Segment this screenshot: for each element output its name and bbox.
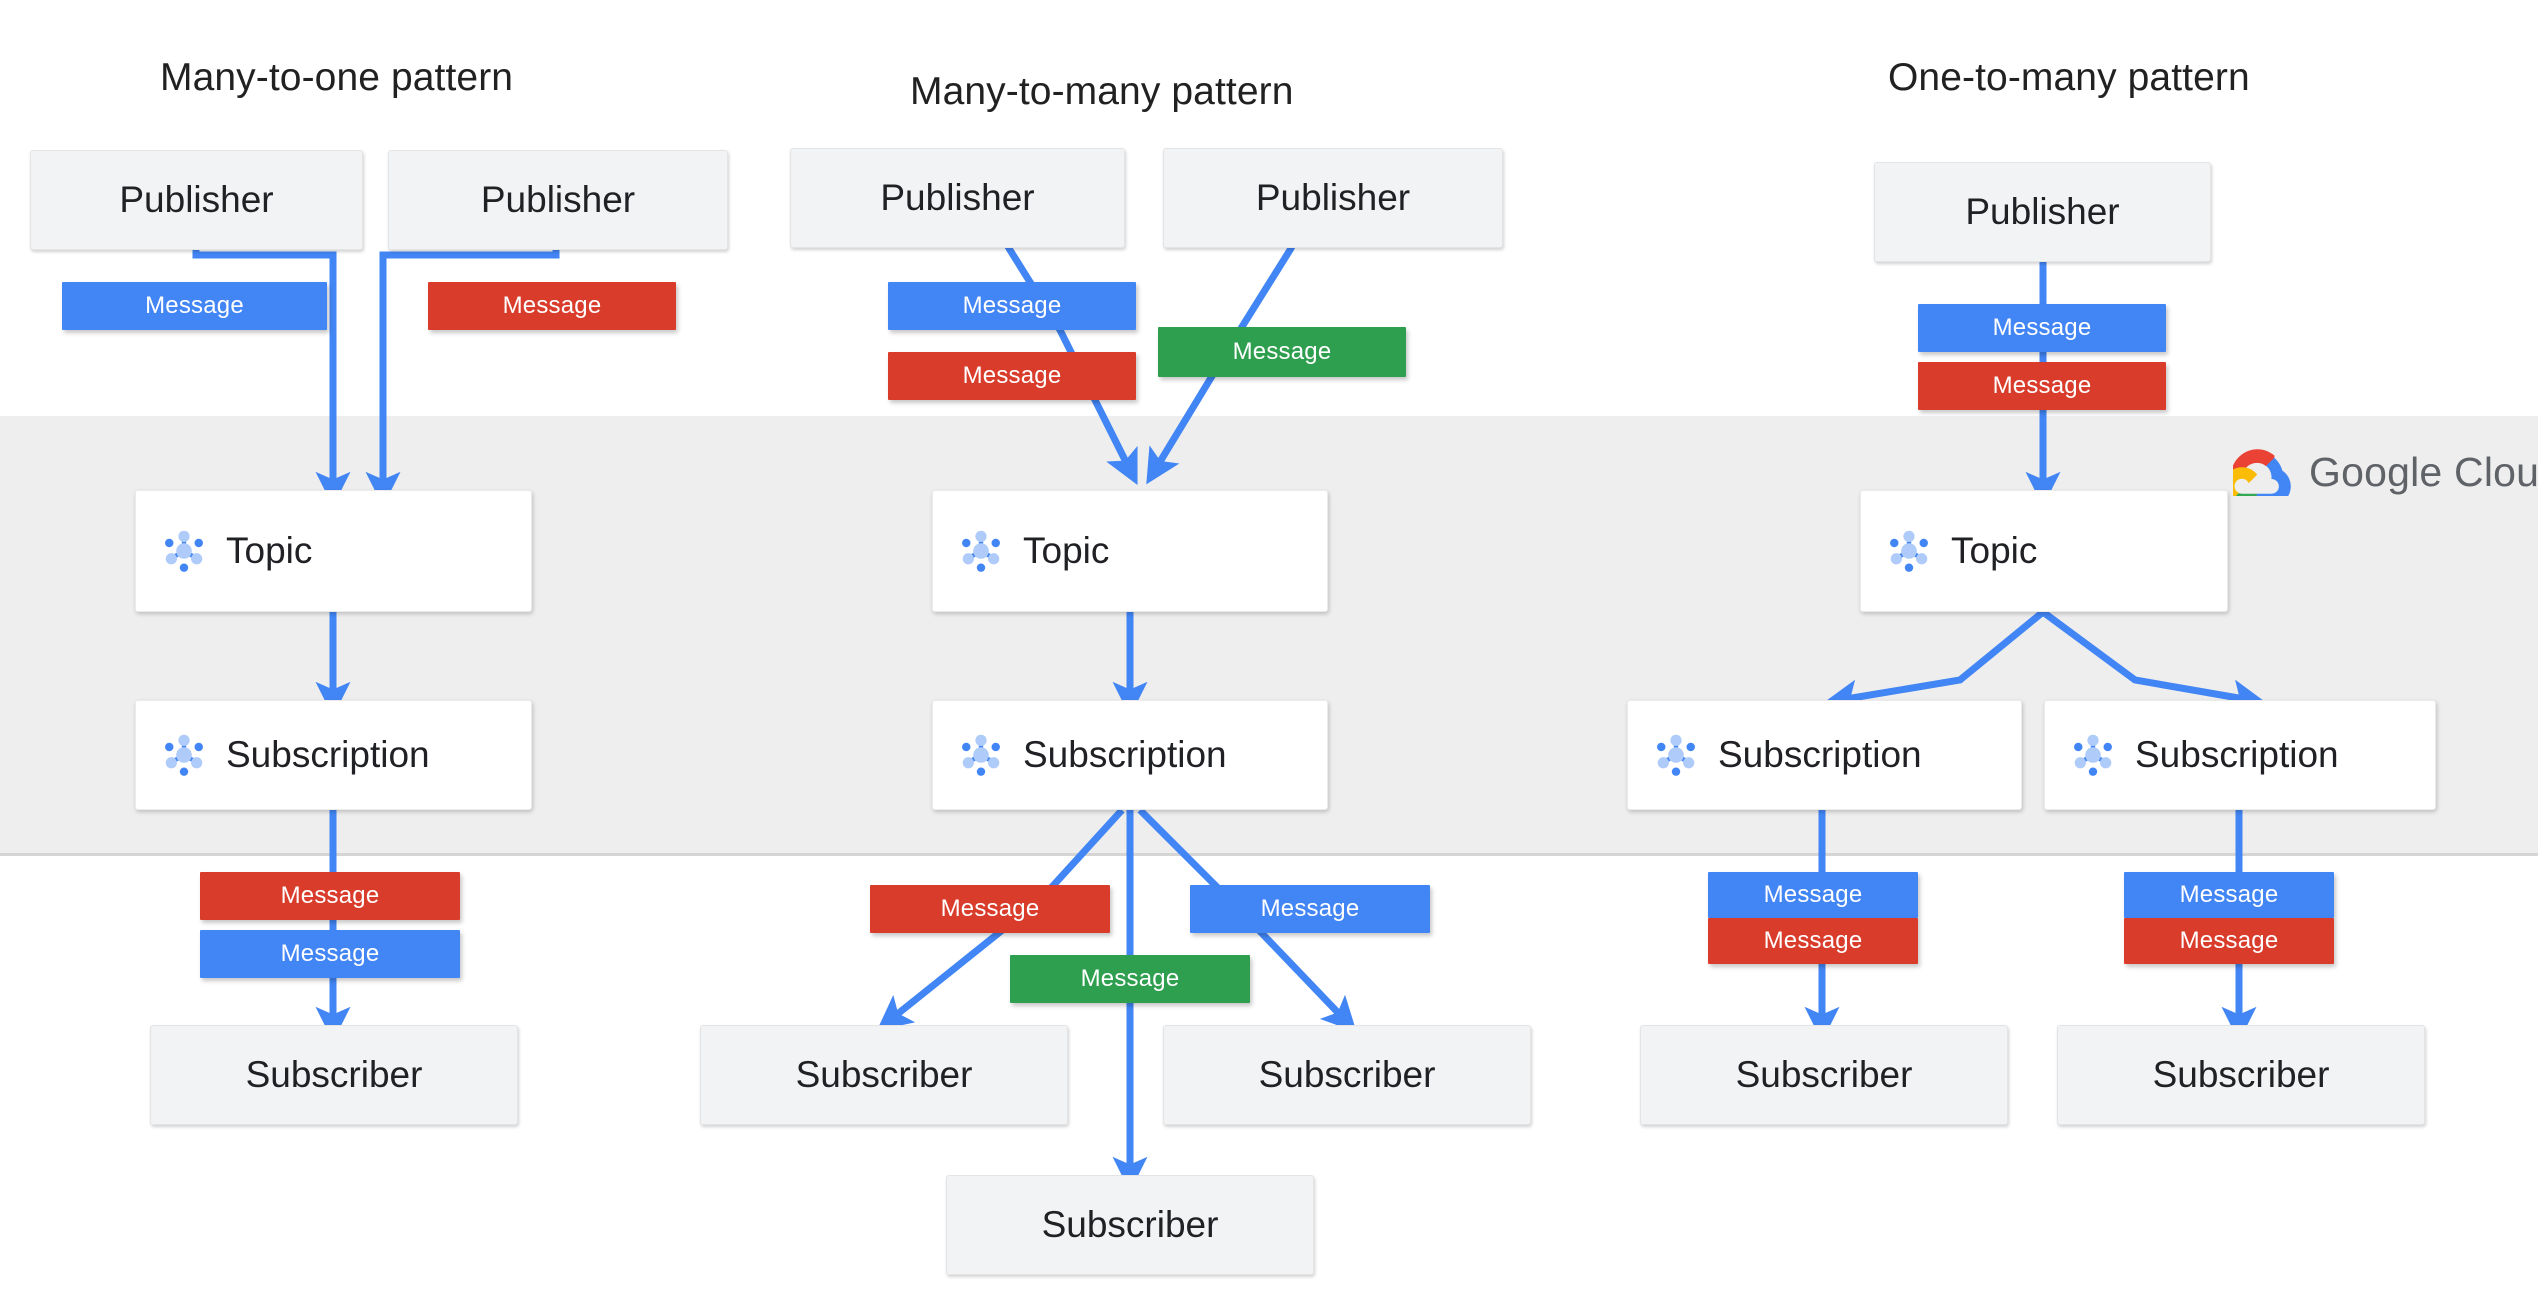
- message-label: Message: [1232, 338, 1332, 365]
- publisher-label: Publisher: [1255, 177, 1411, 218]
- google-cloud-logo: Google Cloud: [2233, 448, 2538, 496]
- subscription-box-c3-2[interactable]: Subscription: [2044, 700, 2436, 810]
- subscriber-label: Subscriber: [245, 1054, 423, 1095]
- publisher-label: Publisher: [1965, 191, 2120, 232]
- subscriber-label: Subscriber: [795, 1054, 973, 1095]
- column-title-many-to-one: Many-to-one pattern: [160, 56, 514, 99]
- topic-box-c2[interactable]: Topic: [932, 490, 1328, 612]
- message-label: Message: [1763, 881, 1863, 908]
- message-label: Message: [502, 292, 602, 319]
- subscription-box-c3-1[interactable]: Subscription: [1627, 700, 2022, 810]
- subscription-box-c1[interactable]: Subscription: [135, 700, 532, 810]
- brand-google: Google: [2309, 448, 2443, 495]
- message-chip-c3-publish-red: Message: [1918, 362, 2166, 410]
- subscriber-label: Subscriber: [1258, 1054, 1436, 1095]
- message-label: Message: [2179, 927, 2279, 954]
- subscription-label: Subscription: [1023, 734, 1227, 775]
- topic-box-c3[interactable]: Topic: [1860, 490, 2228, 612]
- message-label: Message: [962, 362, 1062, 389]
- message-label: Message: [1763, 927, 1863, 954]
- subscription-label: Subscription: [1718, 734, 1922, 775]
- message-chip-c1-deliver-red: Message: [200, 872, 460, 920]
- pubsub-icon: [165, 734, 203, 776]
- topic-label: Topic: [1951, 530, 2038, 571]
- publisher-label: Publisher: [119, 179, 274, 220]
- topic-label: Topic: [1023, 530, 1110, 571]
- subscriber-box-c2-2[interactable]: Subscriber: [1163, 1025, 1531, 1125]
- message-chip-c3-deliver-blue-2: Message: [2124, 872, 2334, 918]
- message-chip-c2-publish-red: Message: [888, 352, 1136, 400]
- message-chip-c2-deliver-green: Message: [1010, 955, 1250, 1003]
- topic-label: Topic: [226, 530, 313, 571]
- subscriber-box-c1[interactable]: Subscriber: [150, 1025, 518, 1125]
- subscriber-label: Subscriber: [2152, 1054, 2330, 1095]
- pubsub-icon: [962, 530, 1000, 572]
- message-chip-c3-deliver-blue-1: Message: [1708, 872, 1918, 918]
- subscriber-box-c3-1[interactable]: Subscriber: [1640, 1025, 2008, 1125]
- column-title-many-to-many: Many-to-many pattern: [910, 70, 1294, 113]
- pubsub-icon: [1890, 530, 1928, 572]
- publisher-box-c2-1[interactable]: Publisher: [790, 148, 1125, 248]
- subscription-label: Subscription: [2135, 734, 2339, 775]
- publisher-box-c2-2[interactable]: Publisher: [1163, 148, 1503, 248]
- pubsub-icon: [165, 530, 203, 572]
- message-chip-c1-deliver-blue: Message: [200, 930, 460, 978]
- brand-cloud: Cloud: [2454, 448, 2538, 495]
- message-label: Message: [962, 292, 1062, 319]
- publisher-label: Publisher: [480, 179, 636, 220]
- google-cloud-logo-icon: [2233, 449, 2291, 496]
- message-chip-c3-publish-blue: Message: [1918, 304, 2166, 352]
- message-label: Message: [145, 292, 244, 319]
- subscriber-label: Subscriber: [1041, 1204, 1219, 1245]
- message-label: Message: [280, 940, 380, 967]
- subscriber-box-c2-1[interactable]: Subscriber: [700, 1025, 1068, 1125]
- message-label: Message: [1992, 314, 2092, 341]
- message-label: Message: [1992, 372, 2092, 399]
- message-label: Message: [940, 895, 1040, 922]
- publisher-box-c1-2[interactable]: Publisher: [388, 150, 728, 250]
- message-chip-c2-publish-blue: Message: [888, 282, 1136, 330]
- subscriber-label: Subscriber: [1735, 1054, 1913, 1095]
- subscriber-box-c2-3[interactable]: Subscriber: [946, 1175, 1314, 1275]
- pubsub-icon: [1657, 734, 1695, 776]
- publisher-box-c3[interactable]: Publisher: [1874, 162, 2211, 262]
- subscription-box-c2[interactable]: Subscription: [932, 700, 1328, 810]
- message-chip-c1-publish-blue: Message: [62, 282, 327, 330]
- pubsub-icon: [2074, 734, 2112, 776]
- column-title-one-to-many: One-to-many pattern: [1888, 56, 2250, 99]
- publisher-label: Publisher: [880, 177, 1035, 218]
- message-label: Message: [280, 882, 380, 909]
- subscription-label: Subscription: [226, 734, 430, 775]
- subscriber-box-c3-2[interactable]: Subscriber: [2057, 1025, 2425, 1125]
- google-cloud-wordmark: Google Cloud: [2309, 449, 2538, 496]
- message-label: Message: [2179, 881, 2279, 908]
- message-chip-c2-deliver-red: Message: [870, 885, 1110, 933]
- message-chip-c3-deliver-red-2: Message: [2124, 918, 2334, 964]
- message-label: Message: [1260, 895, 1360, 922]
- message-chip-c2-publish-green: Message: [1158, 327, 1406, 377]
- message-chip-c2-deliver-blue: Message: [1190, 885, 1430, 933]
- message-label: Message: [1080, 965, 1180, 992]
- pubsub-icon: [962, 734, 1000, 776]
- message-chip-c1-publish-red: Message: [428, 282, 676, 330]
- publisher-box-c1-1[interactable]: Publisher: [30, 150, 363, 250]
- topic-box-c1[interactable]: Topic: [135, 490, 532, 612]
- message-chip-c3-deliver-red-1: Message: [1708, 918, 1918, 964]
